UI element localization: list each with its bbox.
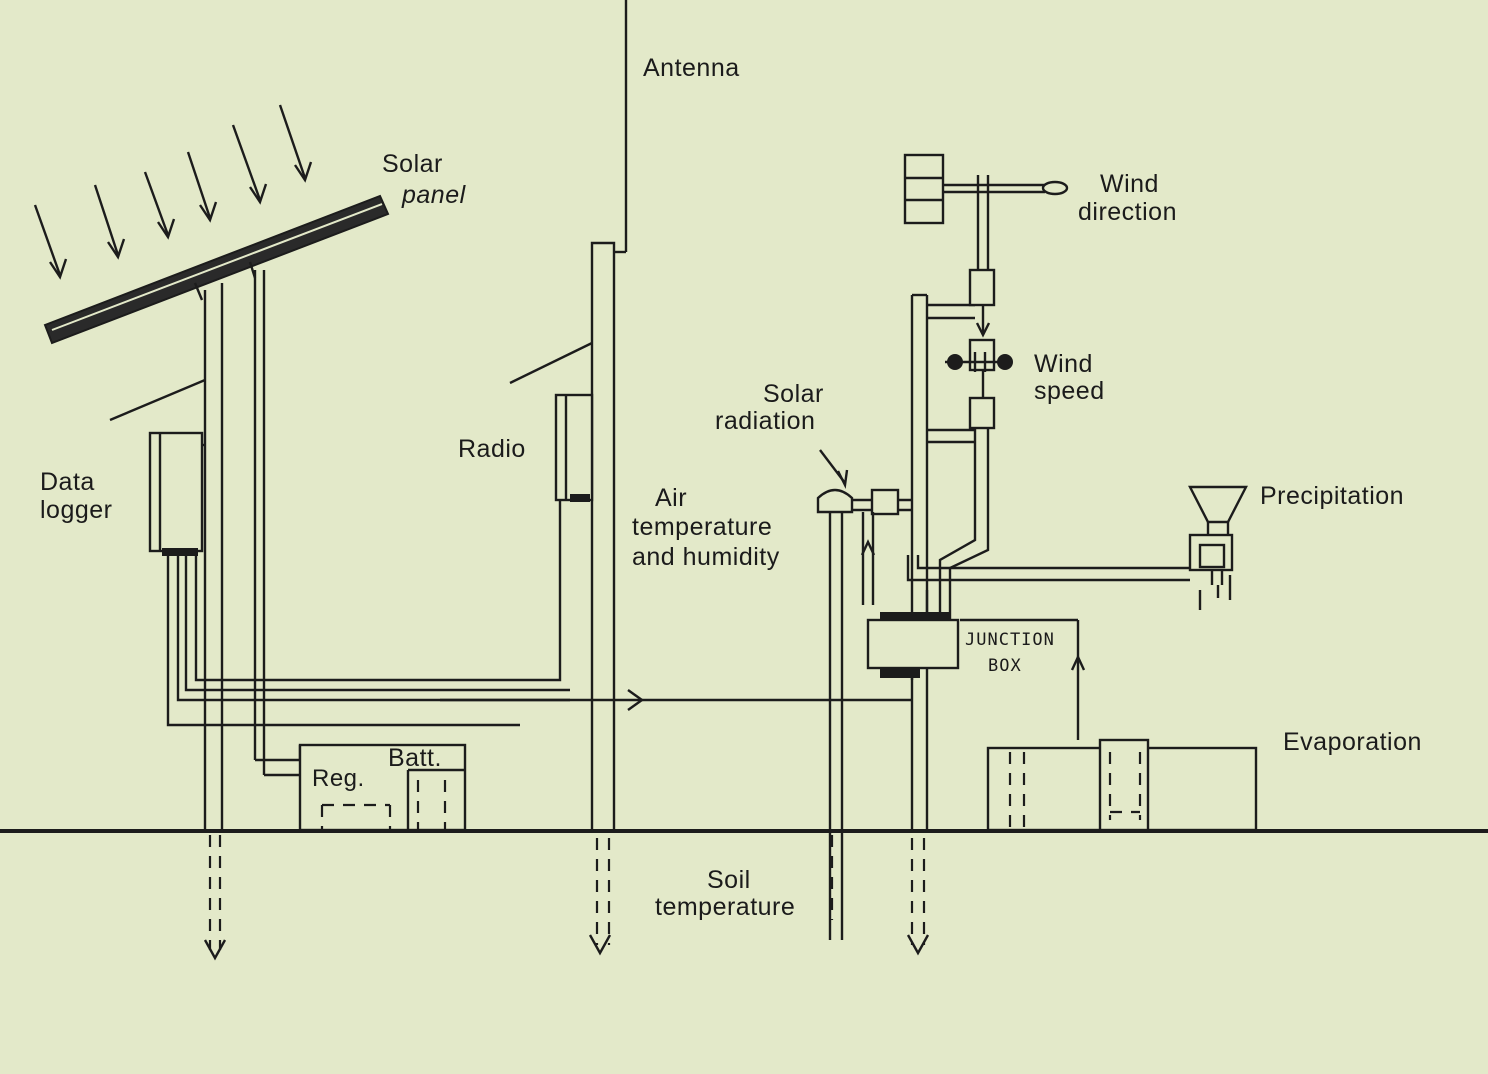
regulator-label: Reg. — [312, 765, 365, 792]
antenna-pole — [509, 0, 628, 956]
solar-panel-label-line1: Solar — [382, 150, 443, 178]
air-temp-label-line2: temperature — [632, 513, 773, 541]
wind-speed-label-line2: speed — [1034, 377, 1105, 405]
solar-panel — [43, 194, 390, 422]
solar-radiation-label-line1: Solar — [763, 380, 824, 408]
anemometer — [945, 338, 1013, 430]
air-temp-label-line1: Air — [655, 484, 688, 512]
battery-label: Batt. — [388, 744, 442, 772]
data-logger-label-line1: Data — [40, 468, 95, 496]
evaporation-pan — [986, 738, 1258, 832]
soil-temp-label-line2: temperature — [655, 893, 796, 921]
radio-label: Radio — [458, 435, 526, 463]
panel-pole — [203, 270, 266, 961]
sensor-mast — [906, 293, 975, 956]
reg-batt-box — [298, 743, 467, 832]
wind-speed-label-line1: Wind — [1034, 350, 1093, 378]
wind-direction-label-line2: direction — [1078, 198, 1177, 226]
junction-box-label-line1: JUNCTION — [965, 630, 1055, 650]
antenna-label: Antenna — [643, 54, 740, 82]
junction-box-label-line2: BOX — [988, 656, 1022, 676]
mast-cables — [906, 428, 1190, 620]
data-logger-label-line2: logger — [40, 496, 113, 524]
radio-box — [554, 393, 594, 502]
junction-box — [660, 612, 1086, 740]
rain-gauge — [1188, 485, 1248, 610]
solar-radiation-sensor — [816, 449, 912, 940]
soil-temp-label-line1: Soil — [707, 866, 751, 894]
air-temp-label-line3: and humidity — [632, 543, 780, 571]
wind-vane — [903, 153, 1069, 338]
logger-cables — [166, 500, 660, 777]
evaporation-label: Evaporation — [1283, 728, 1422, 756]
solar-radiation-label-line2: radiation — [715, 407, 816, 435]
sun-rays — [33, 104, 313, 280]
data-logger-box — [148, 431, 205, 556]
wind-direction-label-line1: Wind — [1100, 170, 1159, 198]
precipitation-label: Precipitation — [1260, 482, 1405, 510]
solar-panel-label-line2: panel — [402, 181, 466, 209]
